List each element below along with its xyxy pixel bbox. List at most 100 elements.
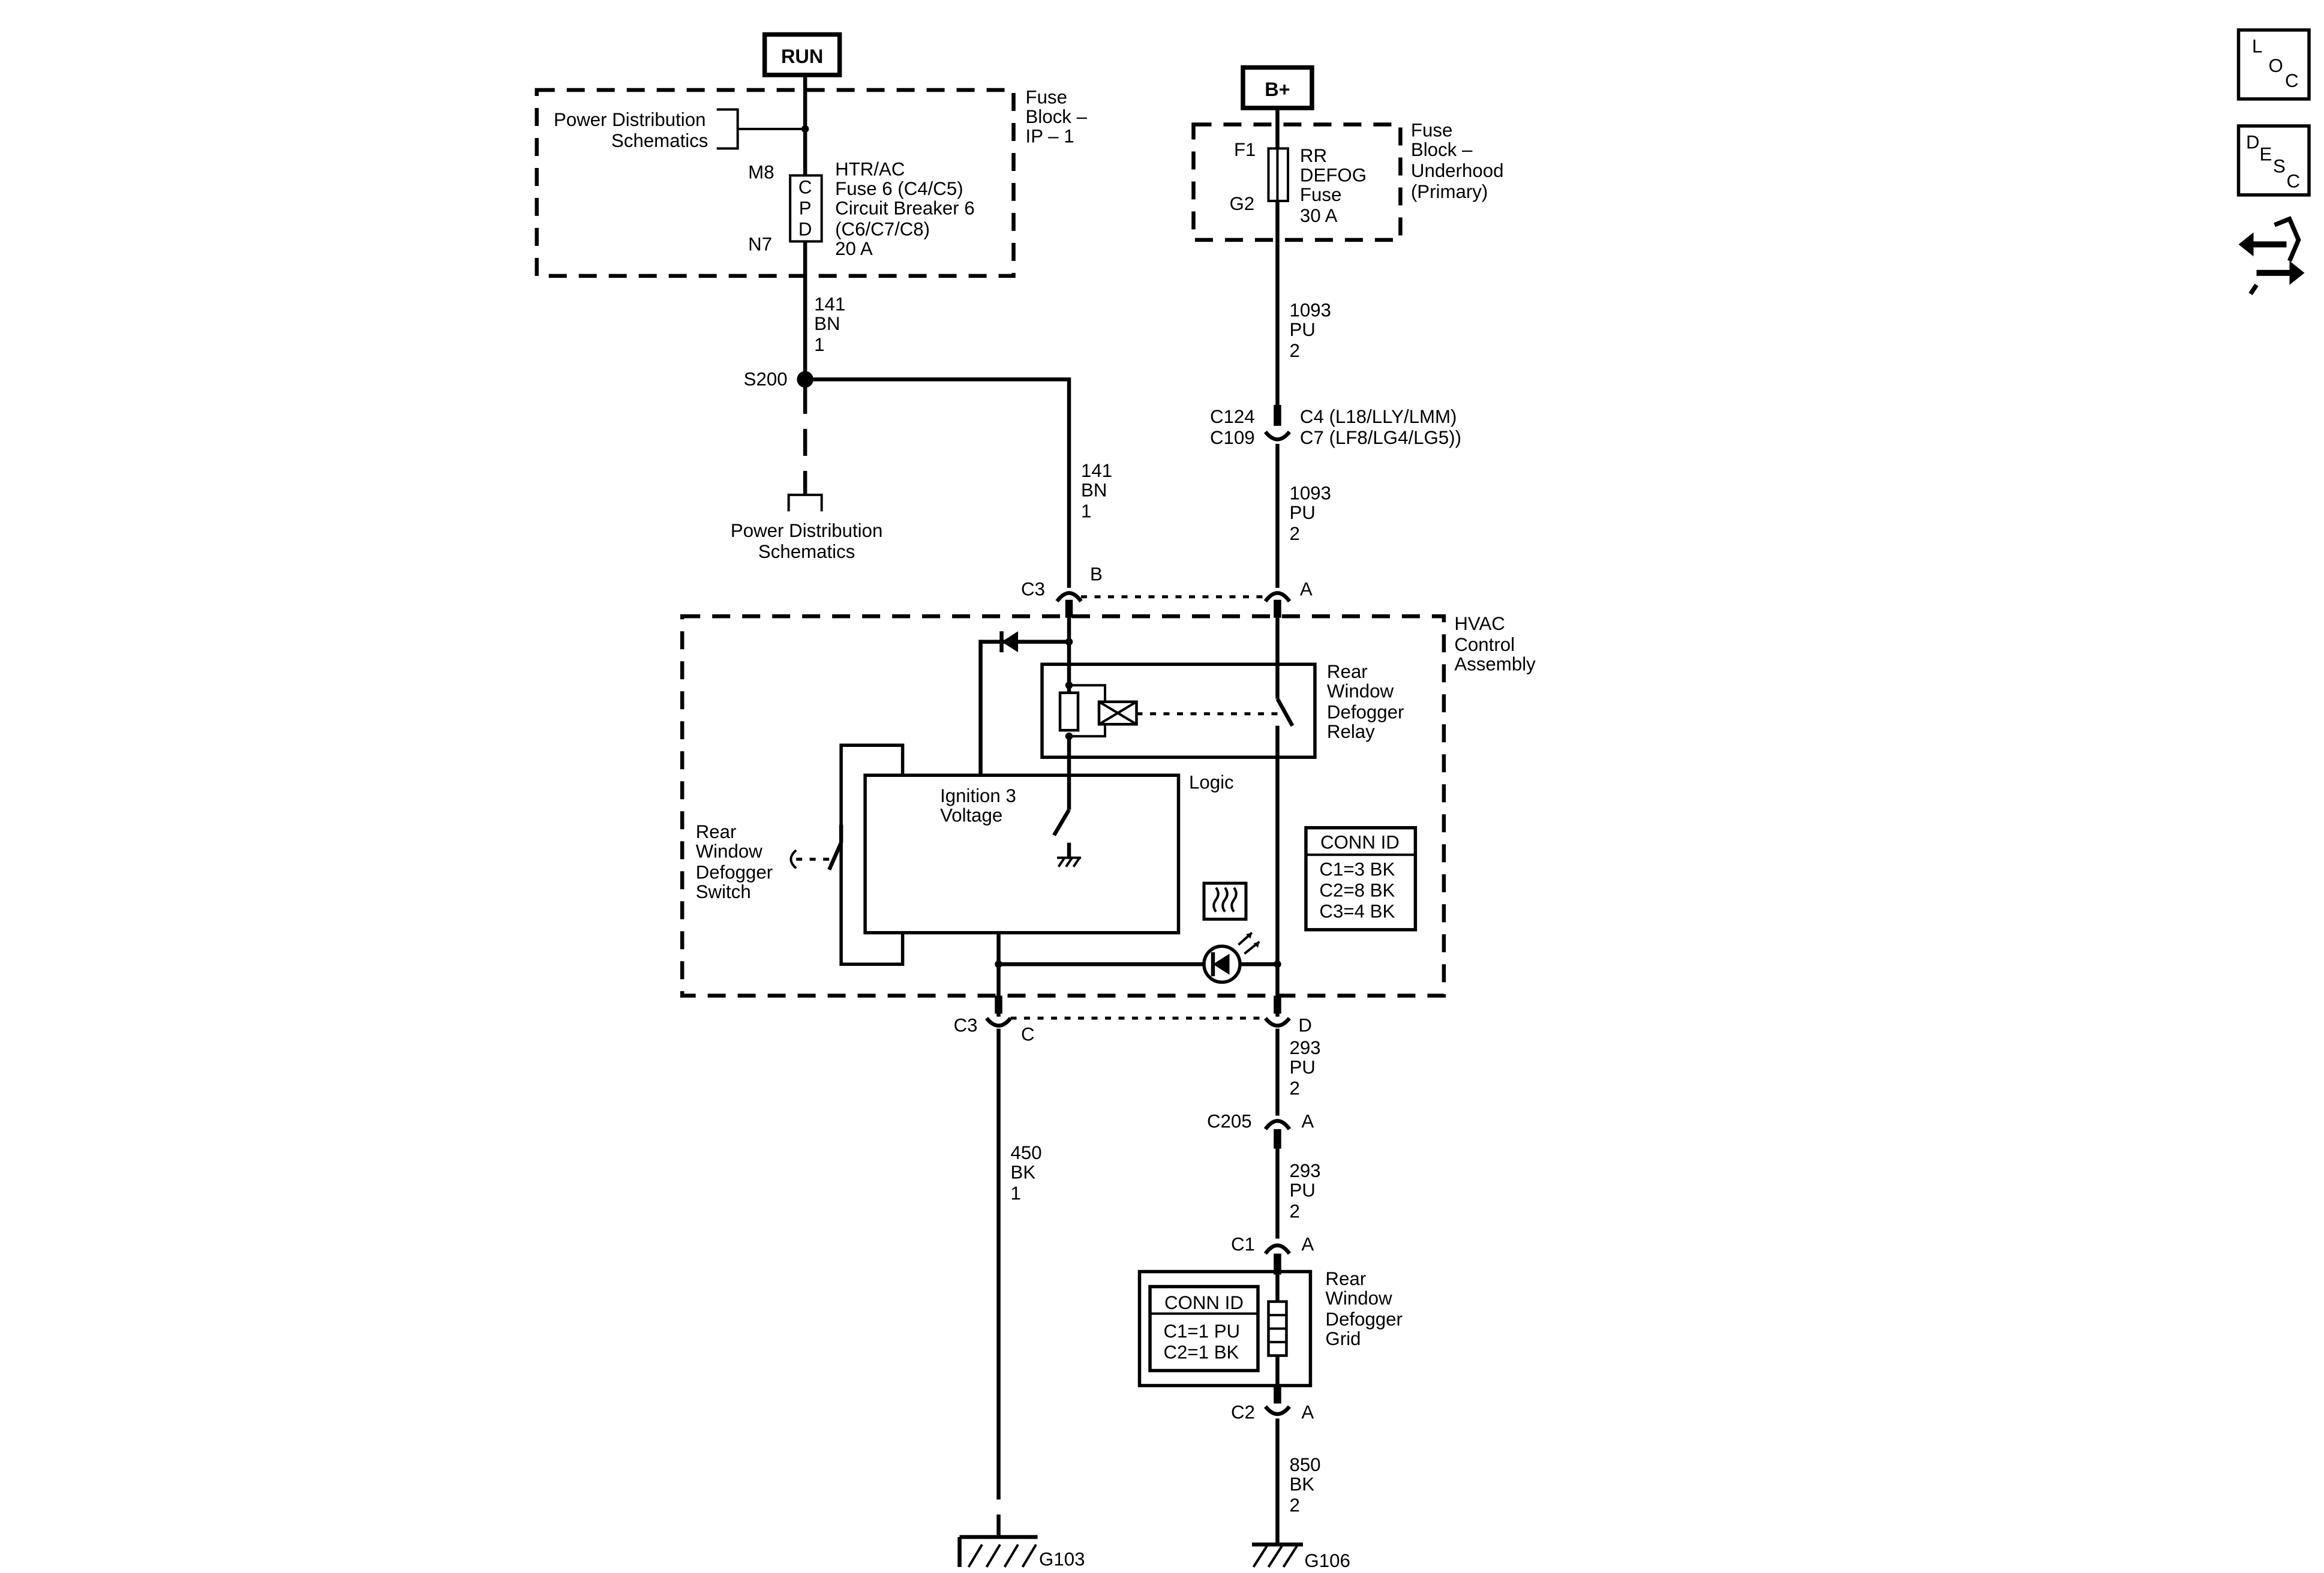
svg-text:2: 2: [1289, 1078, 1299, 1099]
svg-text:1: 1: [1081, 500, 1091, 521]
svg-text:C3: C3: [1021, 578, 1045, 599]
svg-text:C109: C109: [1210, 427, 1255, 448]
svg-text:C124: C124: [1210, 406, 1255, 427]
ground-g106-icon: [1251, 1542, 1303, 1568]
navigation-arrows-icon[interactable]: [2238, 216, 2305, 295]
pin-n7: N7: [748, 233, 772, 254]
svg-text:1: 1: [1011, 1183, 1021, 1204]
svg-text:E: E: [2260, 143, 2272, 164]
svg-text:Ignition 3: Ignition 3: [940, 785, 1016, 806]
svg-text:Power Distribution: Power Distribution: [554, 109, 705, 130]
pds-reference-top: Power Distribution Schematics: [554, 108, 809, 151]
svg-text:D: D: [798, 218, 812, 239]
svg-text:2: 2: [1289, 1201, 1299, 1222]
svg-text:(C6/C7/C8): (C6/C7/C8): [835, 218, 930, 239]
svg-text:2: 2: [1289, 523, 1299, 544]
rear-window-defogger-switch[interactable]: [839, 743, 905, 966]
pin-f1: F1: [1234, 139, 1256, 160]
svg-text:BN: BN: [1081, 479, 1107, 500]
svg-text:BK: BK: [1011, 1162, 1036, 1183]
svg-text:Assembly: Assembly: [1454, 653, 1536, 674]
svg-text:1093: 1093: [1289, 482, 1331, 503]
ground-g106-label: G106: [1304, 1550, 1350, 1571]
ip-fuse-block-label: Fuse Block – IP – 1: [1026, 86, 1088, 146]
rear-window-defogger-grid: [1137, 1269, 1313, 1388]
svg-text:20 A: 20 A: [835, 238, 873, 259]
svg-text:Control: Control: [1454, 634, 1515, 655]
grid-label: Rear Window Defogger Grid: [1325, 1268, 1402, 1349]
svg-text:L: L: [2252, 35, 2262, 56]
svg-text:Circuit Breaker 6: Circuit Breaker 6: [835, 197, 975, 218]
svg-text:Fuse: Fuse: [1026, 86, 1067, 107]
svg-text:PU: PU: [1289, 502, 1315, 523]
logic-switch-contact: [1052, 809, 1071, 836]
wire-450-label: 450 BK 1: [1011, 1142, 1042, 1203]
rear-defog-indicator-icon: [1202, 881, 1248, 921]
ignition-3-voltage-label: Ignition 3 Voltage: [940, 785, 1016, 825]
svg-text:Grid: Grid: [1325, 1328, 1361, 1349]
svg-text:C2=1 BK: C2=1 BK: [1163, 1342, 1239, 1363]
svg-text:PU: PU: [1289, 1180, 1315, 1201]
hvac-logic-module: [863, 773, 1181, 935]
description-icon[interactable]: D E S C: [2236, 124, 2311, 197]
svg-text:A: A: [1301, 1402, 1314, 1423]
svg-text:2: 2: [1289, 340, 1299, 361]
ip-fuse-description: HTR/AC Fuse 6 (C4/C5) Circuit Breaker 6 …: [835, 158, 975, 259]
svg-text:C1: C1: [1231, 1234, 1255, 1255]
svg-text:Fuse: Fuse: [1300, 184, 1341, 205]
grid-heater-element-icon: [1267, 1300, 1288, 1357]
svg-text:30 A: 30 A: [1300, 205, 1338, 226]
svg-text:S: S: [2273, 155, 2286, 176]
hvac-label: HVAC Control Assembly: [1454, 613, 1536, 674]
wire-850-label: 850 BK 2: [1289, 1454, 1320, 1515]
rr-defog-fuse-description: RR DEFOG Fuse 30 A: [1300, 145, 1367, 226]
svg-text:C: C: [798, 176, 812, 197]
svg-text:PU: PU: [1289, 1057, 1315, 1078]
wire-141-label-right: 141 BN 1: [1081, 460, 1112, 521]
svg-text:C205: C205: [1207, 1111, 1252, 1132]
ip-fuse-block: [535, 88, 1016, 278]
svg-text:DEFOG: DEFOG: [1300, 164, 1367, 185]
svg-text:Defogger: Defogger: [1325, 1309, 1402, 1330]
svg-text:Switch: Switch: [696, 881, 751, 902]
svg-text:PU: PU: [1289, 319, 1315, 340]
svg-text:IP – 1: IP – 1: [1026, 125, 1074, 146]
pin-m8: M8: [748, 161, 774, 182]
svg-text:BN: BN: [814, 313, 840, 334]
splice-label: S200: [744, 368, 788, 389]
svg-text:Schematics: Schematics: [758, 541, 855, 562]
hvac-conn-id-table: CONN ID C1=3 BK C2=8 BK C3=4 BK: [1304, 825, 1418, 932]
svg-text:C: C: [1021, 1024, 1035, 1045]
svg-text:C3: C3: [954, 1015, 978, 1036]
relay-label: Rear Window Defogger Relay: [1327, 661, 1404, 742]
svg-text:Window: Window: [696, 841, 763, 862]
svg-text:C2=8 BK: C2=8 BK: [1319, 880, 1395, 901]
svg-text:Window: Window: [1325, 1288, 1392, 1309]
svg-text:141: 141: [814, 293, 845, 314]
wire-293-label-top: 293 PU 2: [1289, 1037, 1320, 1098]
wire-141-to-hvac: [805, 377, 1071, 588]
logic-ground-icon: [1057, 842, 1082, 867]
wire-141-label-top: 141 BN 1: [814, 293, 845, 355]
grid-conn-id-table: CONN ID C1=1 PU C2=1 BK: [1148, 1284, 1260, 1373]
svg-text:C: C: [2287, 170, 2301, 191]
rear-window-defogger-relay: [1040, 662, 1317, 760]
ground-g103-icon: [957, 1535, 1038, 1568]
svg-text:C2: C2: [1231, 1402, 1255, 1423]
svg-text:D: D: [1298, 1015, 1312, 1036]
svg-text:Block –: Block –: [1411, 139, 1473, 160]
connector-c2: C2 A: [1231, 1385, 1314, 1423]
svg-text:BK: BK: [1289, 1474, 1314, 1495]
ground-g103-label: G103: [1039, 1549, 1085, 1570]
svg-text:C: C: [2285, 70, 2299, 91]
svg-text:450: 450: [1011, 1142, 1042, 1163]
relay-resistor-icon: [1058, 691, 1080, 732]
svg-text:293: 293: [1289, 1037, 1320, 1058]
location-icon[interactable]: L O C: [2236, 28, 2311, 101]
svg-text:B+: B+: [1265, 79, 1290, 100]
run-power-label: RUN: [762, 32, 842, 77]
inline-connector-c124-c109: C124 C109 C4 (L18/LLY/LMM) C7 (LF8/LG4/L…: [1210, 404, 1461, 448]
wire-293-label-mid: 293 PU 2: [1289, 1160, 1320, 1221]
switch-actuator-icon: [789, 849, 797, 869]
